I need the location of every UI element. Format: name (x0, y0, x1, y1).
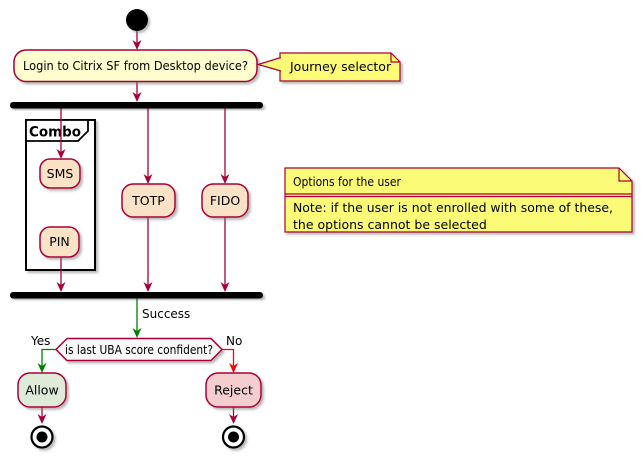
note-options-body (284, 167, 633, 233)
edge-fido-to-join (220, 217, 230, 292)
decision-question: is last UBA score confident? (65, 342, 213, 357)
activity-totp-label: TOTP (131, 193, 165, 208)
edge-join-to-decision-success: Success (132, 298, 190, 338)
activity-fido: FIDO (201, 183, 249, 218)
edge-login-to-fork (132, 82, 142, 102)
activity-fido-label: FIDO (210, 193, 241, 208)
activity-pin-label: PIN (49, 234, 70, 249)
note-options-body-line-2: the options cannot be selected (293, 217, 487, 232)
edge-fork-to-fido (220, 108, 230, 184)
join-bar (10, 292, 263, 299)
note-journey-pointer-border (255, 56, 282, 72)
activity-sms-label: SMS (47, 166, 74, 181)
end-node-allow (30, 425, 54, 449)
note-journey-selector: Journey selector (255, 52, 401, 82)
edge-fork-to-totp (143, 108, 153, 184)
decision-shape (54, 337, 224, 362)
note-journey-pointer (258, 57, 282, 71)
edge-decision-no-to-reject: No (222, 334, 242, 373)
note-journey-text: Journey selector (289, 59, 392, 74)
activity-login-label: Login to Citrix SF from Desktop device? (23, 58, 248, 73)
activity-login-box (13, 49, 258, 83)
edge-totp-to-join (143, 217, 153, 292)
note-options: Options for the user Note: if the user i… (284, 167, 633, 233)
activity-reject: Reject (205, 372, 262, 408)
edge-label-no: No (226, 334, 242, 348)
note-options-title: Options for the user (293, 174, 402, 189)
edge-allow-to-end (37, 407, 47, 424)
note-journey-fold-corner (390, 53, 400, 63)
edge-reject-to-end (229, 407, 238, 424)
note-options-body-line-1: Note: if the user is not enrolled with s… (293, 200, 613, 215)
activity-totp: TOTP (121, 183, 176, 218)
note-journey-body (279, 52, 401, 82)
edge-start-to-login (132, 31, 142, 50)
activity-pin: PIN (39, 226, 80, 258)
activity-login: Login to Citrix SF from Desktop device? (13, 49, 258, 83)
end-node-reject (221, 425, 246, 449)
partition-combo-label: Combo (29, 125, 81, 141)
activity-reject-box (205, 372, 262, 408)
activity-sms: SMS (39, 158, 81, 189)
edge-fork-to-sms (56, 108, 66, 159)
activity-allow-box (17, 372, 67, 408)
fork-bar (10, 102, 263, 109)
edge-pin-to-join (56, 257, 66, 292)
activity-pin-box (39, 226, 80, 258)
decision-uba-score: is last UBA score confident? (54, 337, 224, 362)
activity-reject-label: Reject (214, 383, 253, 398)
activity-allow: Allow (17, 372, 67, 408)
partition-combo-tab (25, 119, 89, 142)
edge-label-success: Success (142, 307, 190, 321)
edge-label-yes: Yes (30, 334, 50, 348)
activity-allow-label: Allow (25, 383, 58, 398)
note-options-fold-corner (618, 168, 632, 182)
activity-sms-box (39, 158, 81, 189)
activity-totp-box (121, 183, 176, 218)
activity-fido-box (201, 183, 249, 218)
edge-decision-yes-to-allow: Yes (30, 334, 56, 373)
start-node (126, 9, 148, 31)
